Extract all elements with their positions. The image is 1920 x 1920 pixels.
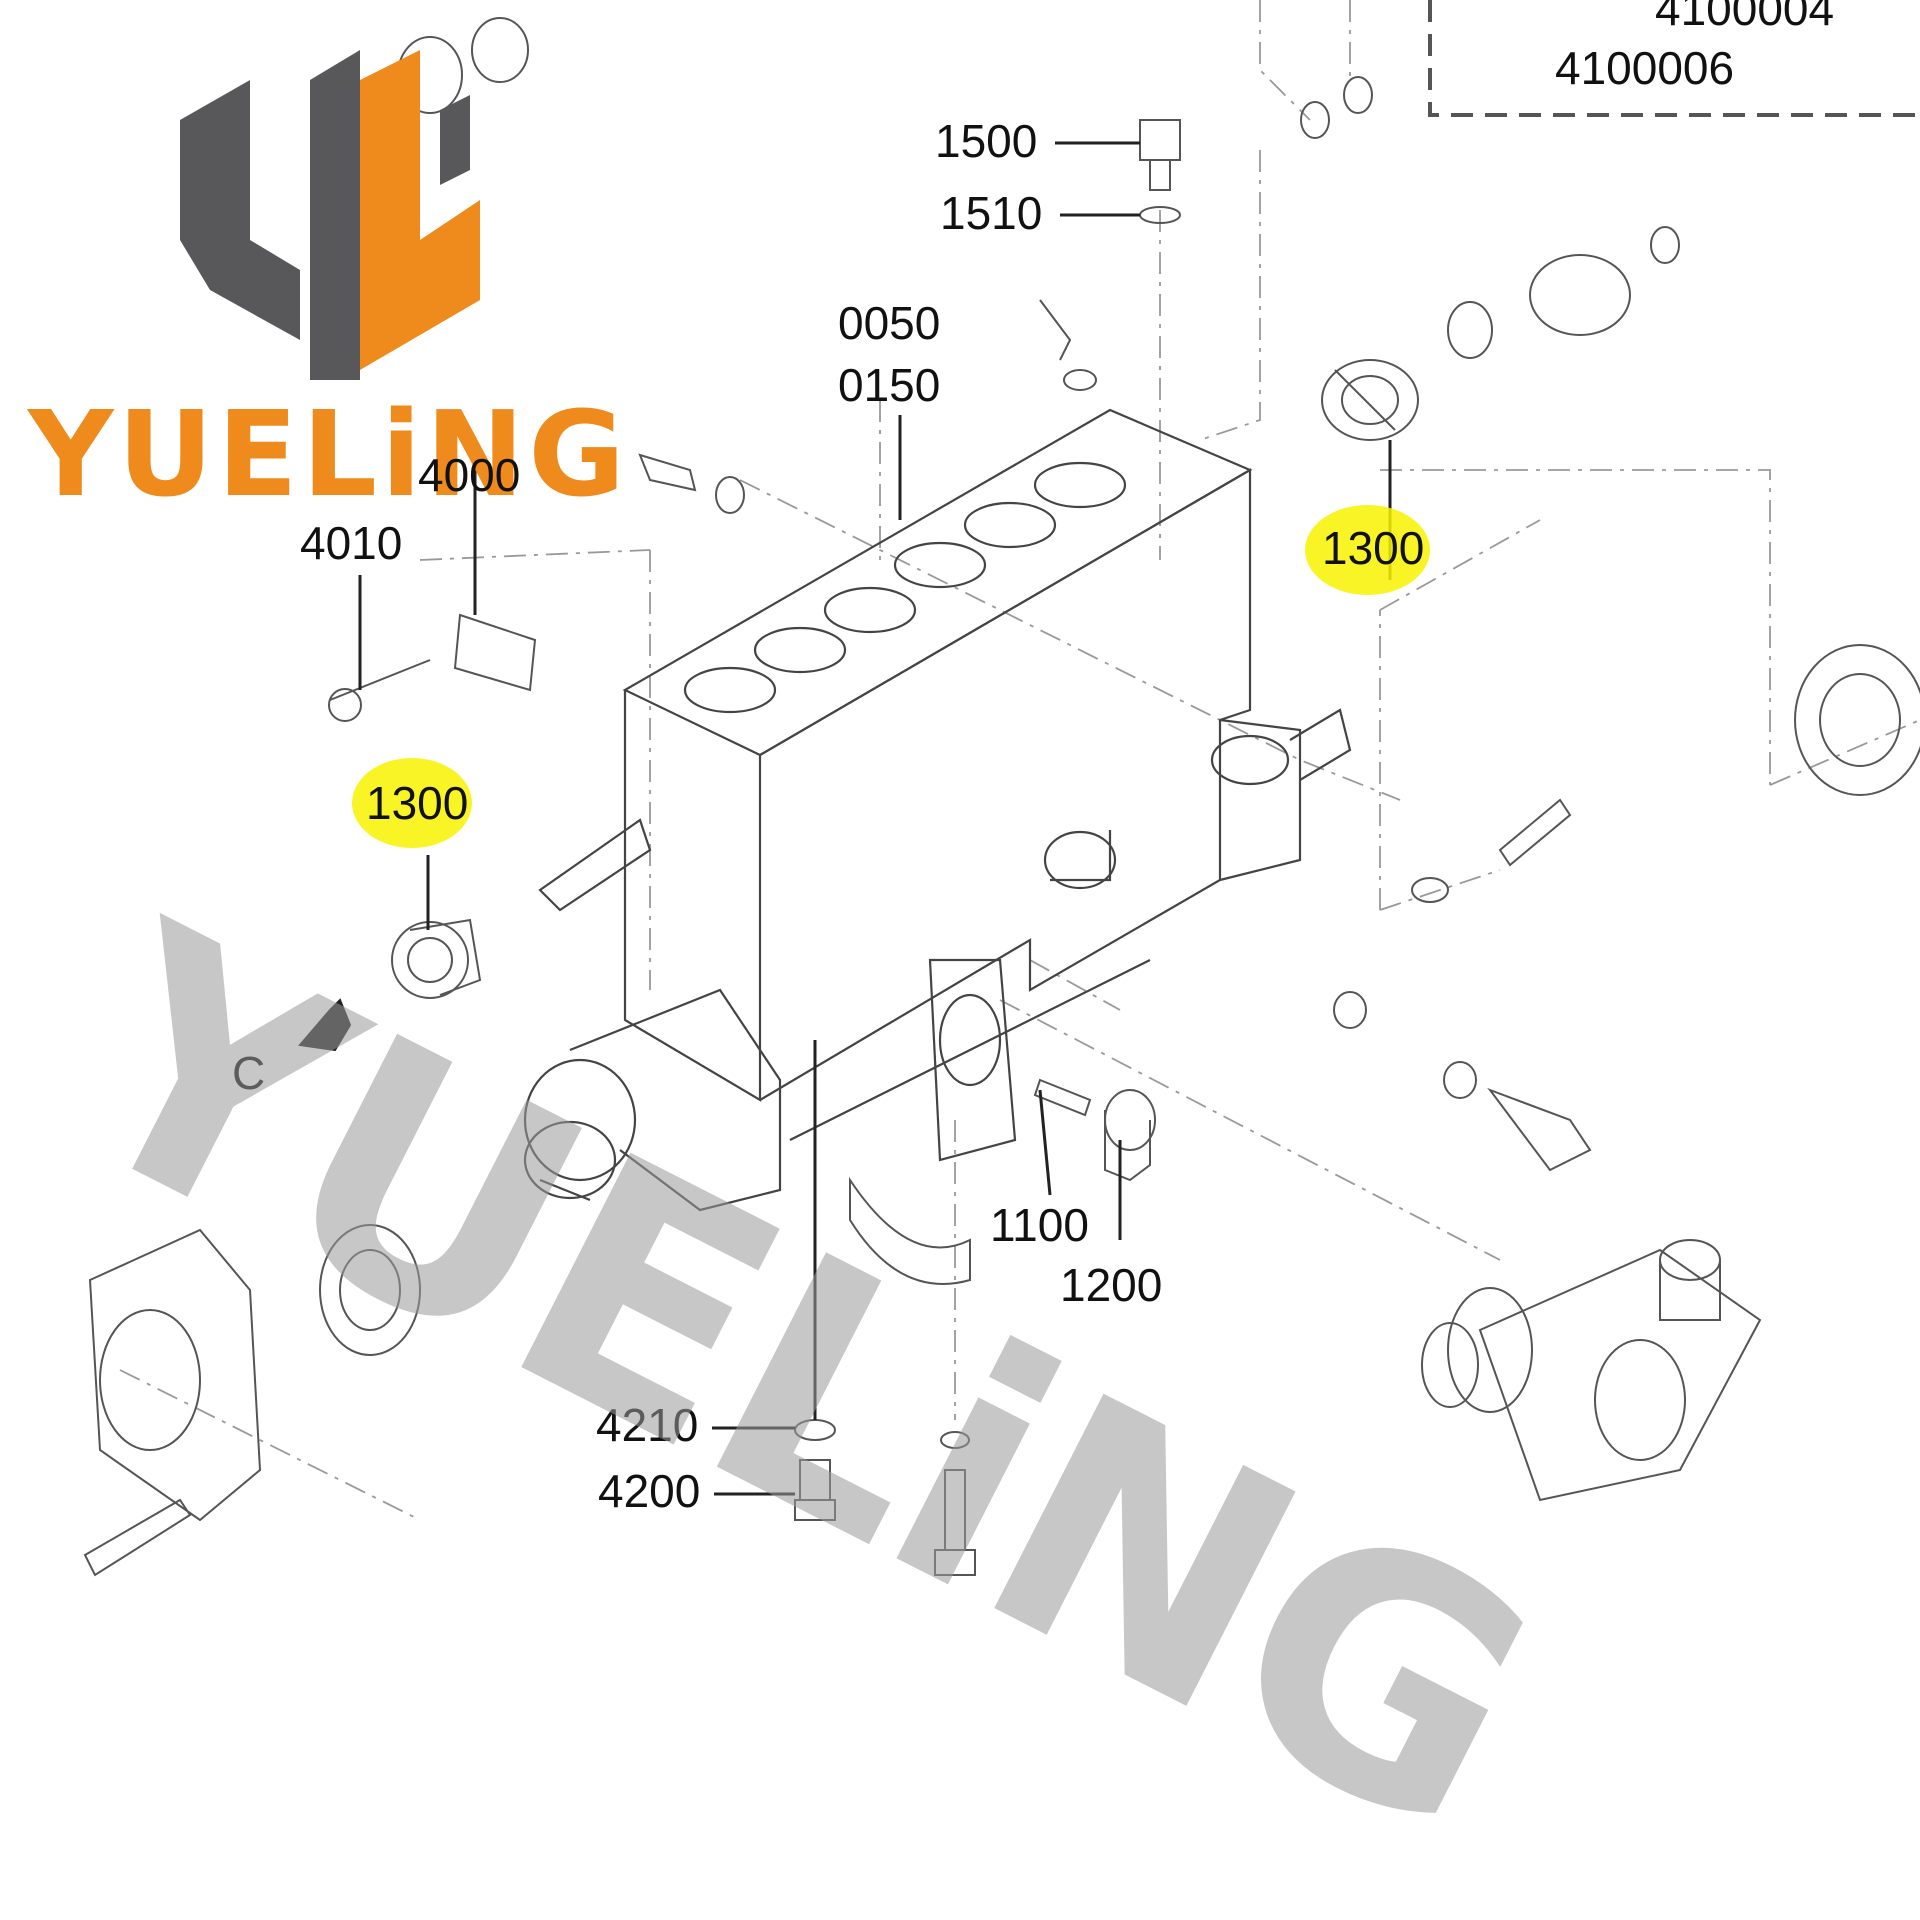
callout-0150: 0150 <box>838 359 941 411</box>
callout-1510: 1510 <box>940 187 1043 239</box>
callout-highlight <box>1305 505 1430 595</box>
callout-1300-left: 1300 <box>366 777 469 829</box>
construction-lines <box>119 0 1920 1521</box>
yueling-logo-icon <box>180 50 480 380</box>
callout-1300-right: 1300 <box>1322 522 1425 574</box>
callout-4210: 4210 <box>596 1399 699 1451</box>
view-c-label: C <box>232 1047 266 1099</box>
callout-1100: 1100 <box>990 1199 1089 1251</box>
callout-4000: 4000 <box>418 449 521 501</box>
callout-4100006: 4100006 <box>1555 42 1735 94</box>
view-c-arrow <box>298 998 352 1052</box>
callout-4200: 4200 <box>598 1465 701 1517</box>
callout-1500: 1500 <box>935 115 1038 167</box>
callout-0050: 0050 <box>838 297 941 349</box>
callout-4100004: 4100004 <box>1655 0 1835 35</box>
callout-4010: 4010 <box>300 517 403 569</box>
assembly-reference-box <box>1428 0 1920 117</box>
pump-housing <box>523 408 1352 1212</box>
callout-1200: 1200 <box>1060 1259 1163 1311</box>
callout-highlight <box>352 758 472 848</box>
brand-wordmark: YUELiNG <box>28 385 630 523</box>
loose-parts <box>83 17 1920 1577</box>
